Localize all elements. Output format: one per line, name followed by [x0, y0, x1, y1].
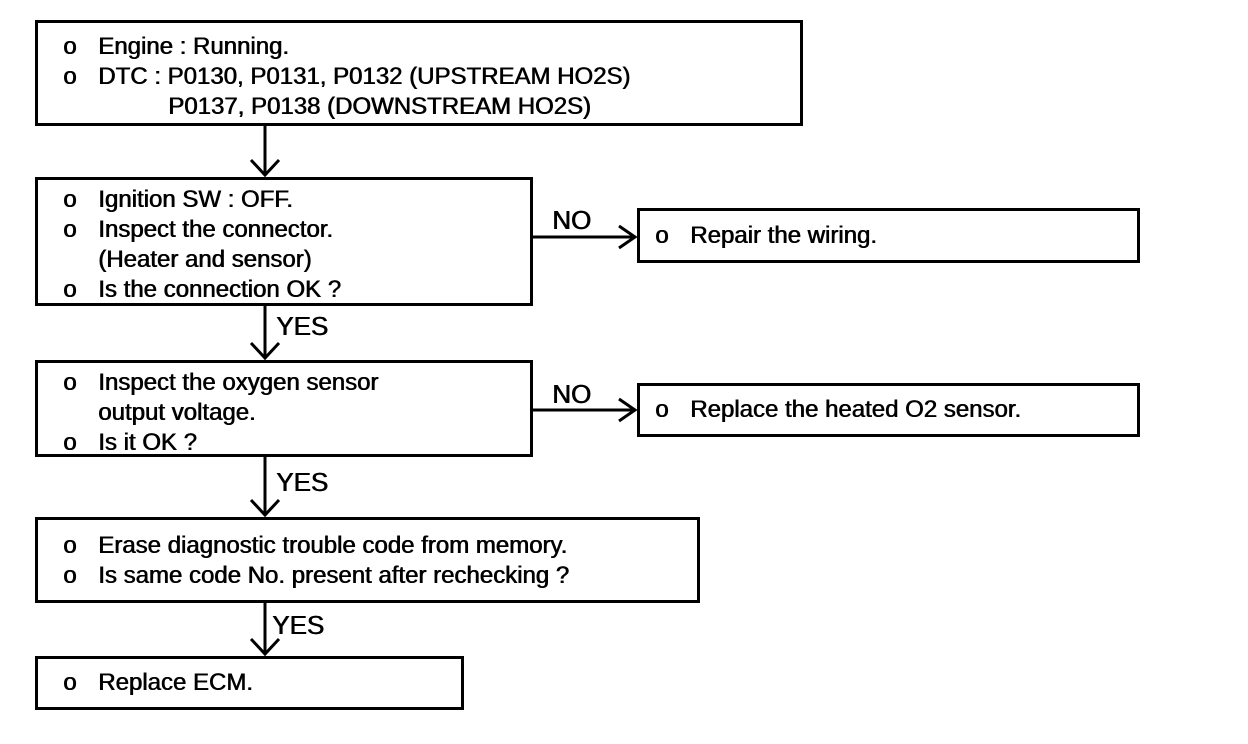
yes-label-2: YES [276, 467, 329, 497]
arrow-down-2 [249, 305, 281, 361]
node-line: o Repair the wiring. [655, 221, 877, 251]
no-label-1: NO [552, 205, 591, 235]
node-line: o Is the connection OK ? [63, 275, 522, 305]
node-line: P0137, P0138 (DOWNSTREAM HO2S) [63, 92, 792, 122]
bullet-marker [63, 398, 98, 428]
arrow-right-2 [533, 397, 638, 423]
node-line: o Is same code No. present after recheck… [63, 561, 689, 591]
bullet-marker: o [63, 63, 77, 90]
node-line: output voltage. [63, 398, 522, 428]
node-check-connector: o Ignition SW : OFF. o Inspect the conne… [35, 177, 533, 306]
node-text: Repair the wiring. [690, 221, 877, 249]
node-line: o Inspect the oxygen sensor [63, 368, 522, 398]
node-text: P0137, P0138 (DOWNSTREAM HO2S) [168, 93, 591, 120]
node-text: Is it OK ? [98, 429, 197, 456]
arrow-down-1 [249, 125, 281, 178]
node-engine-dtc: o Engine : Running. o DTC : P0130, P0131… [35, 20, 803, 126]
node-erase-dtc: o Erase diagnostic trouble code from mem… [35, 517, 700, 603]
node-text: DTC : P0130, P0131, P0132 (UPSTREAM HO2S… [98, 63, 631, 90]
node-text: Ignition SW : OFF. [98, 186, 293, 213]
node-text: Engine : Running. [98, 33, 289, 60]
bullet-marker: o [63, 276, 77, 303]
node-text: Inspect the oxygen sensor [98, 369, 379, 396]
node-text: Replace the heated O2 sensor. [690, 396, 1021, 423]
node-text: Is the connection OK ? [98, 276, 341, 303]
bullet-marker [63, 245, 98, 275]
node-text: Is same code No. present after recheckin… [98, 562, 569, 589]
node-check-voltage: o Inspect the oxygen sensor output volta… [35, 360, 533, 457]
node-line: o Replace ECM. [63, 668, 253, 698]
node-line: o Ignition SW : OFF. [63, 185, 522, 215]
bullet-marker: o [63, 669, 77, 696]
bullet-marker: o [63, 429, 77, 456]
node-repair-wiring: o Repair the wiring. [637, 208, 1140, 263]
node-line: o Engine : Running. [63, 32, 792, 62]
node-line: o Erase diagnostic trouble code from mem… [63, 531, 689, 561]
node-text: Erase diagnostic trouble code from memor… [98, 532, 568, 559]
arrow-down-3 [249, 457, 281, 518]
bullet-marker [63, 92, 98, 122]
node-text: Inspect the connector. [98, 216, 333, 243]
node-text: (Heater and sensor) [98, 246, 312, 273]
node-line: (Heater and sensor) [63, 245, 522, 275]
node-text: output voltage. [98, 399, 256, 426]
node-replace-sensor: o Replace the heated O2 sensor. [637, 383, 1140, 437]
arrow-right-1 [533, 224, 638, 250]
bullet-marker: o [655, 396, 669, 423]
bullet-marker: o [63, 33, 77, 60]
bullet-marker: o [63, 532, 77, 559]
node-line: o Is it OK ? [63, 428, 522, 458]
node-text: Replace ECM. [98, 669, 253, 696]
no-label-2: NO [552, 379, 591, 409]
yes-label-3: YES [272, 610, 325, 640]
arrow-down-4 [249, 602, 281, 657]
node-line: o Inspect the connector. [63, 215, 522, 245]
bullet-marker: o [63, 186, 77, 213]
yes-label-1: YES [276, 311, 329, 341]
node-line: o DTC : P0130, P0131, P0132 (UPSTREAM HO… [63, 62, 792, 92]
bullet-marker: o [655, 221, 669, 249]
bullet-marker: o [63, 562, 77, 589]
node-replace-ecm: o Replace ECM. [35, 656, 464, 710]
bullet-marker: o [63, 216, 77, 243]
bullet-marker: o [63, 369, 77, 396]
node-line: o Replace the heated O2 sensor. [655, 395, 1021, 425]
